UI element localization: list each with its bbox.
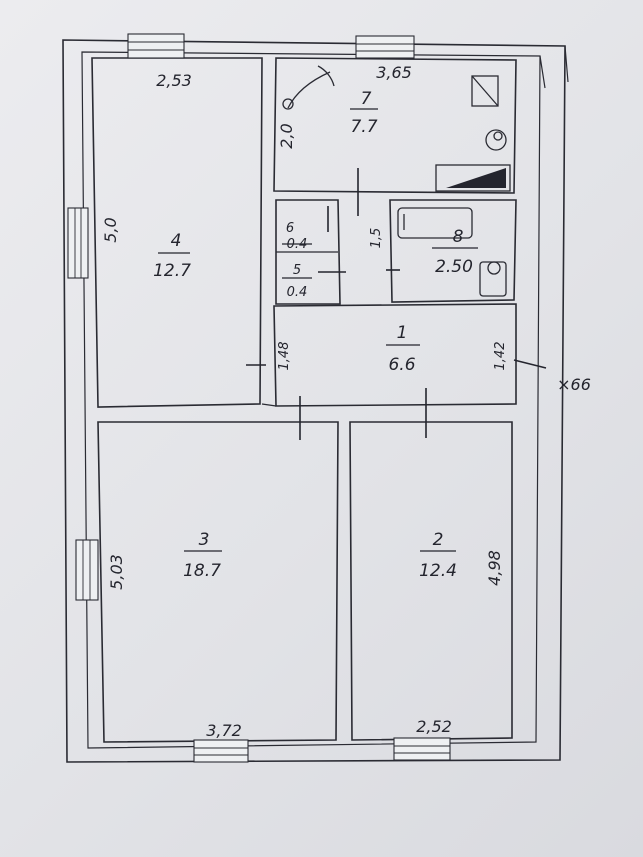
room-2-area: 12.4 — [419, 561, 457, 581]
room-8-area: 2.50 — [435, 257, 473, 277]
room-6-number: 6 — [286, 221, 294, 236]
room-2-walls — [349, 421, 513, 741]
room-8-walls — [389, 199, 517, 303]
dim-room4-width: 2,53 — [156, 71, 192, 90]
dim-room3-height: 5,03 — [107, 554, 126, 590]
room-1-walls — [261, 303, 517, 407]
window-top-left — [127, 33, 185, 59]
room-6-area: 0.4 — [287, 237, 308, 252]
window-bottom-right — [393, 737, 451, 761]
room-7-area: 7.7 — [350, 117, 377, 137]
fraction-lines — [158, 108, 478, 552]
room-7-walls — [273, 57, 517, 194]
room-4-number: 4 — [171, 231, 182, 251]
room-1-area: 6.6 — [388, 355, 415, 375]
door-marks — [246, 168, 547, 440]
dim-room7-height: 2,0 — [277, 123, 296, 148]
dim-room2-width: 2,52 — [416, 717, 452, 736]
room-3-area: 18.7 — [183, 561, 221, 581]
bath-fixtures — [397, 207, 507, 297]
room-3-walls — [97, 421, 339, 743]
entrance-marker: ×66 — [557, 375, 591, 394]
room-5-6-walls — [275, 199, 341, 305]
dim-room4-height: 5,0 — [101, 217, 120, 242]
room-8-number: 8 — [453, 227, 464, 247]
dim-hall-left: 1,48 — [277, 342, 292, 371]
dim-room7-width: 3,65 — [376, 63, 412, 82]
room-7-number: 7 — [361, 89, 372, 109]
room-3-number: 3 — [199, 530, 210, 550]
dim-hall-right: 1,42 — [493, 342, 508, 371]
room-2-number: 2 — [433, 530, 444, 550]
dim-room2-height: 4,98 — [485, 550, 504, 586]
room-1-number: 1 — [397, 323, 408, 343]
kitchen-fixtures — [282, 65, 511, 192]
room-4-walls — [91, 57, 263, 408]
window-left-lower — [75, 539, 99, 601]
window-top-right — [355, 35, 415, 59]
outer-walls — [62, 39, 569, 763]
room-4-area: 12.7 — [153, 261, 191, 281]
window-bottom-left — [193, 739, 249, 763]
dim-room3-width: 3,72 — [206, 721, 242, 740]
dim-bath-height: 1,5 — [369, 228, 384, 249]
room-5-area: 0.4 — [287, 285, 308, 300]
window-left-upper — [67, 207, 89, 279]
room-5-number: 5 — [293, 263, 301, 278]
